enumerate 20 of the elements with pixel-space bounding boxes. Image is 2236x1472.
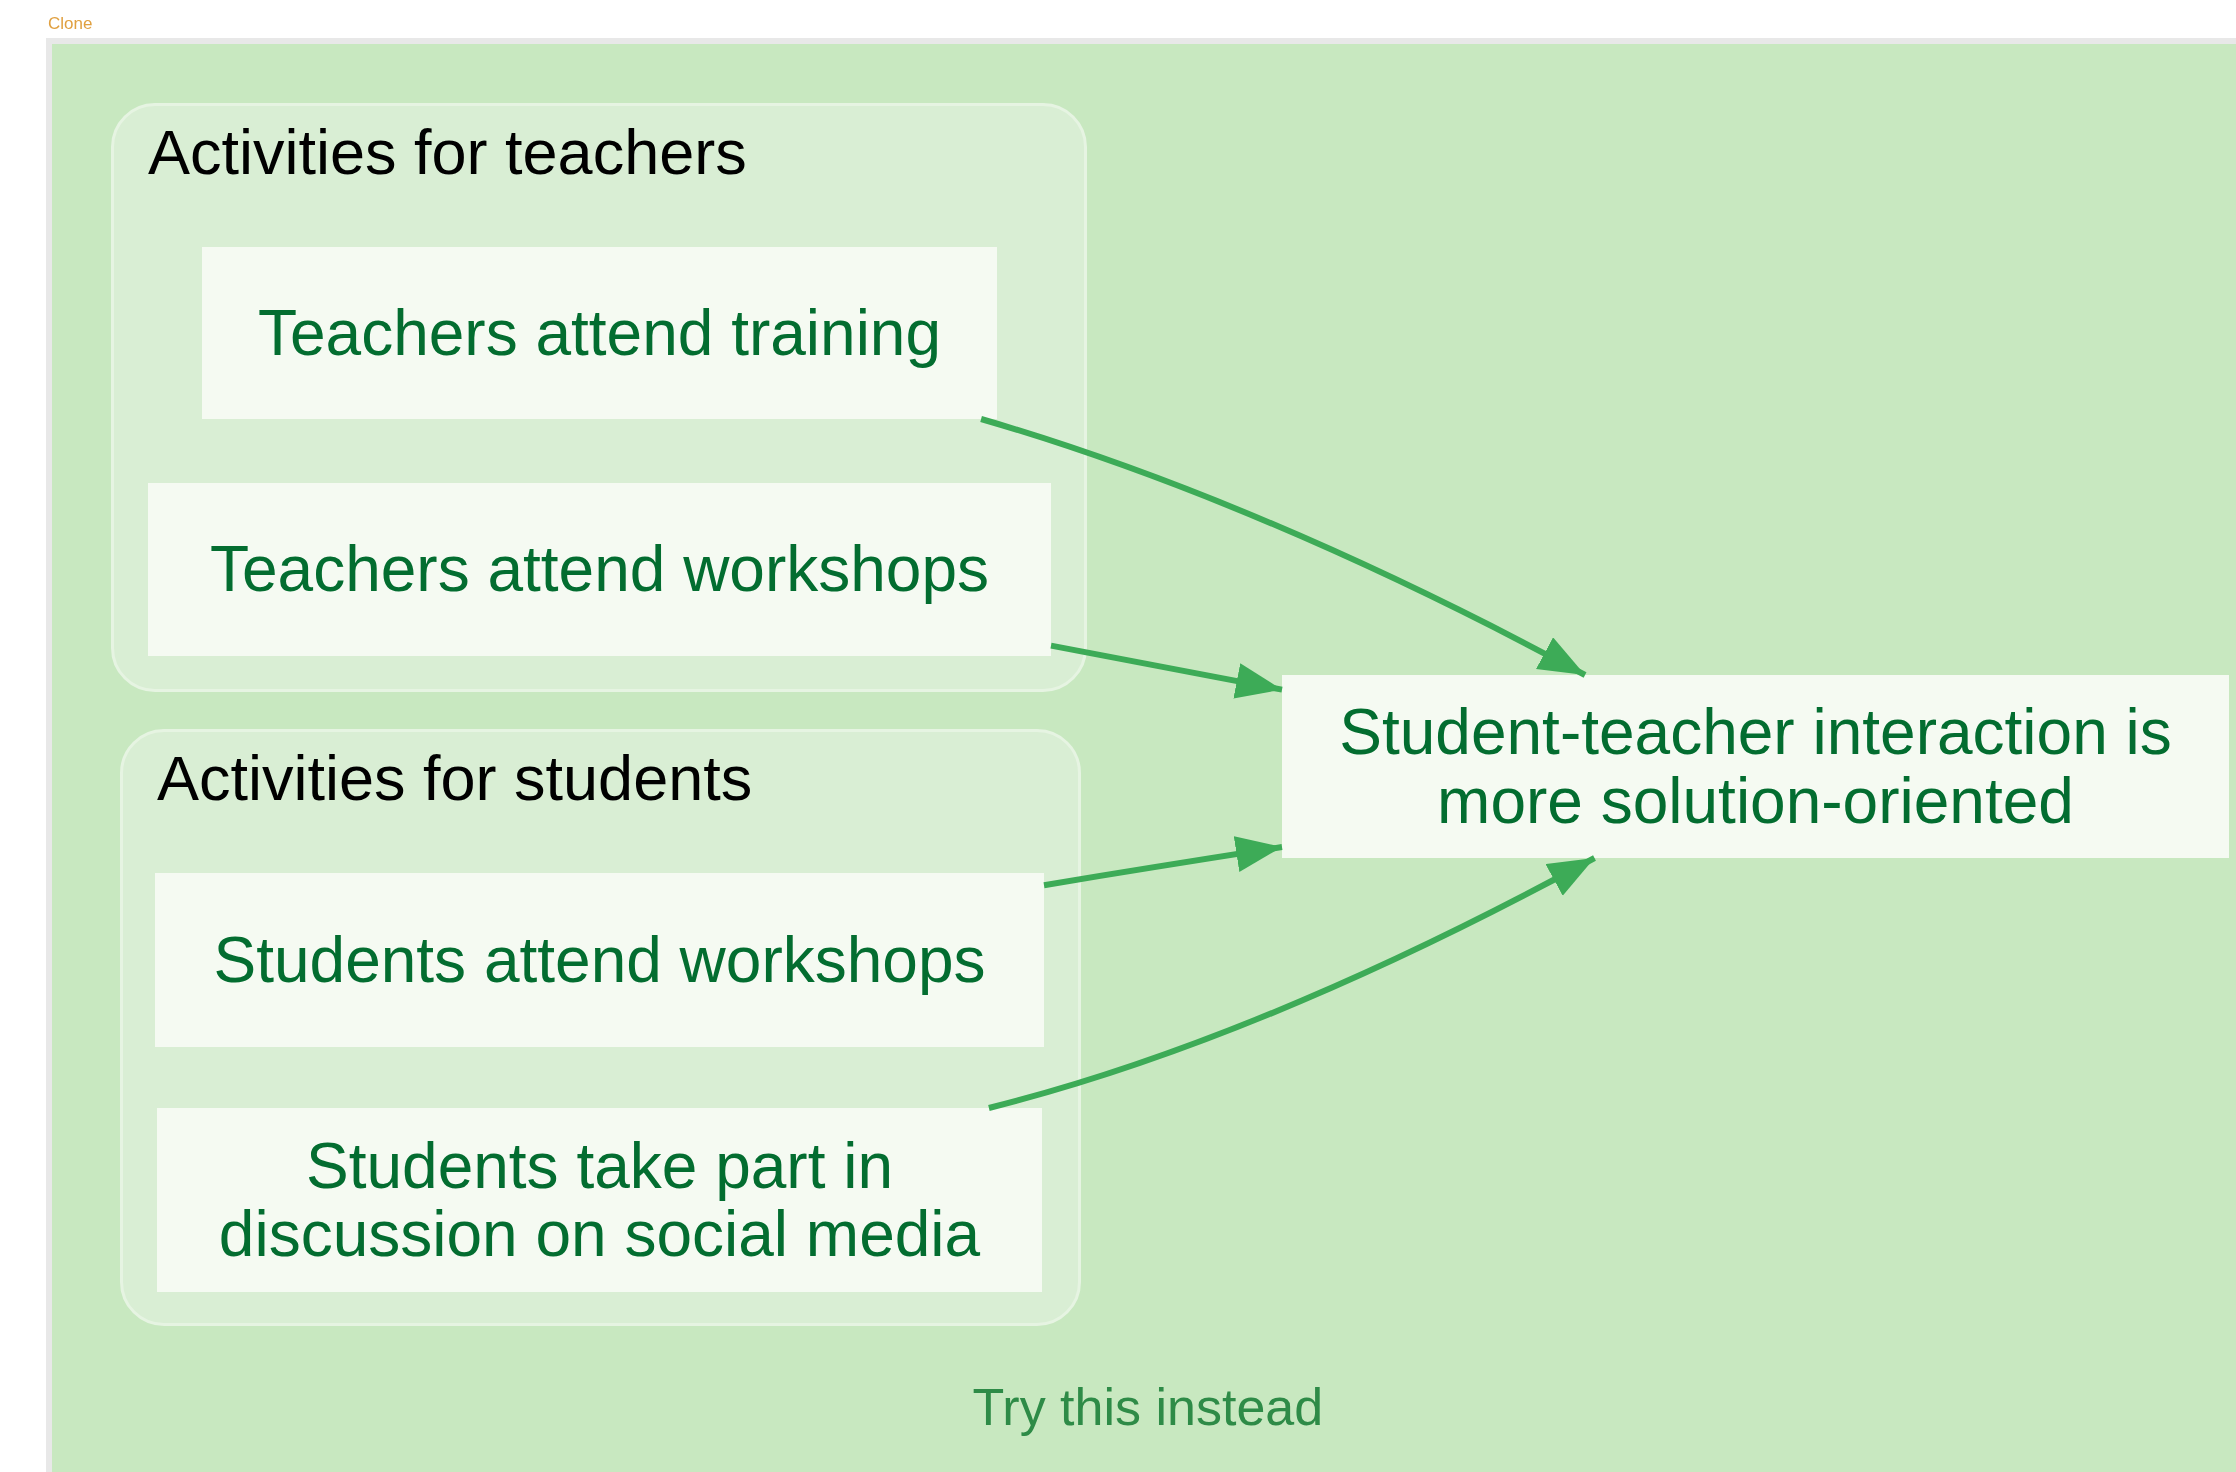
process-box <box>148 483 1051 656</box>
footer-text: Try this instead <box>972 1377 1324 1437</box>
arrow <box>1043 836 1283 889</box>
arrow <box>988 855 1596 1111</box>
arrow <box>980 416 1587 678</box>
process-box <box>157 1108 1042 1292</box>
group-container <box>120 729 1081 1326</box>
box-text: Teachers attend workshops <box>209 535 990 604</box>
box-text: Student-teacher interaction is more solution-oriented <box>1338 698 2173 835</box>
process-box <box>1282 675 2229 858</box>
header-text: Clone <box>48 14 93 34</box>
group-container <box>111 103 1087 692</box>
group-title: Activities for students <box>157 744 753 814</box>
process-box <box>202 247 997 419</box>
process-box <box>155 873 1044 1047</box>
box-text: Students attend workshops <box>213 925 986 995</box>
box-text: Teachers attend training <box>257 298 942 368</box>
group-title: Activities for teachers <box>148 118 747 188</box>
box-text: Students take part in discussion on social media <box>217 1131 982 1269</box>
arrow <box>1050 642 1283 699</box>
